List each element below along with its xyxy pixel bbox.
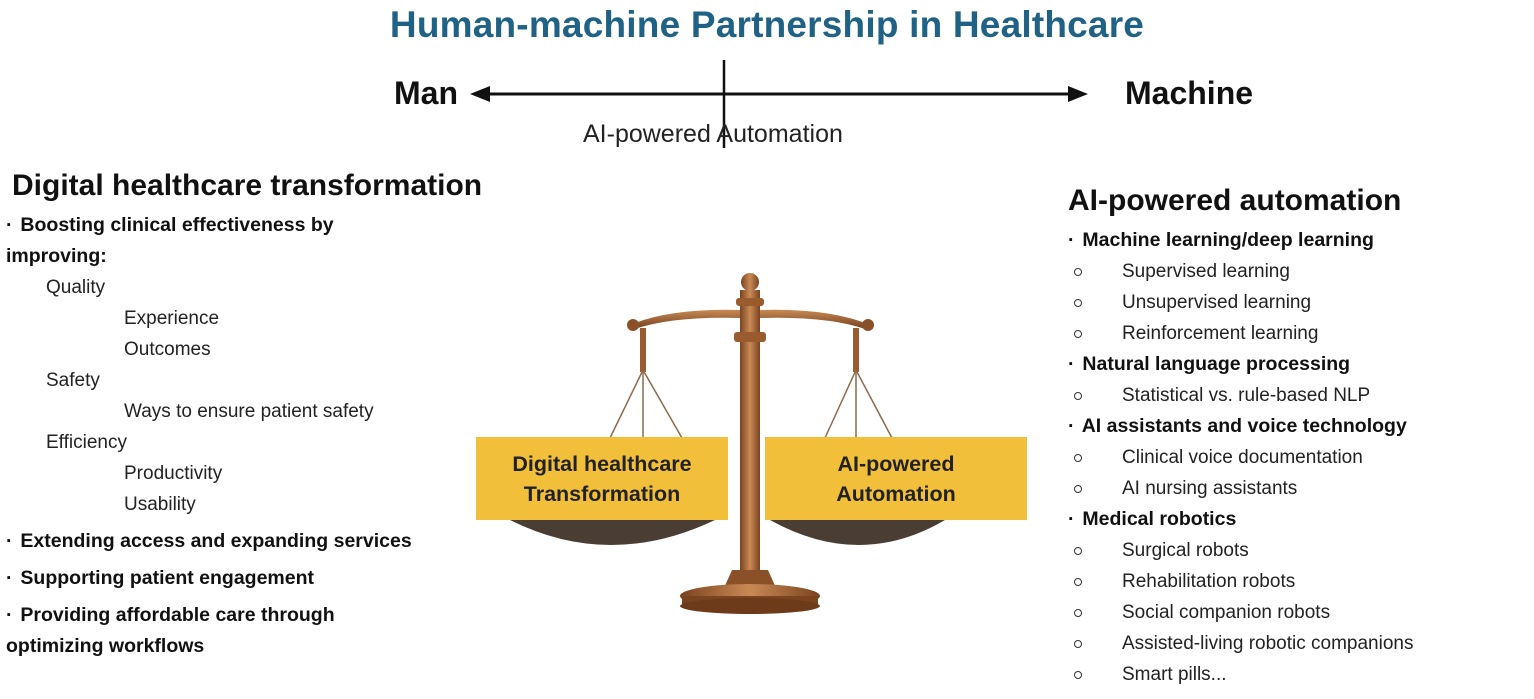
list-item: Unsupervised learning: [1068, 287, 1534, 318]
bullet-text: Providing affordable care through: [20, 604, 335, 626]
group-ml: · Machine learning/deep learning: [1068, 229, 1374, 251]
item-text: Surgical robots: [1122, 540, 1249, 561]
item-quality: Quality: [46, 277, 106, 298]
left-column-heading: Digital healthcare transformation: [12, 169, 483, 202]
group-label: Medical robotics: [1082, 508, 1237, 530]
scale-base-neck: [724, 570, 776, 588]
midpoint-label: AI-powered Automation: [583, 120, 843, 148]
item-text: Rehabilitation robots: [1122, 571, 1296, 592]
group-nlp: · Natural language processing: [1068, 353, 1351, 375]
item-usability: Usability: [124, 494, 196, 515]
circle-bullet-icon: [1074, 577, 1082, 586]
right-column: AI-powered automation · Machine learning…: [1068, 183, 1534, 690]
scale-finial: [741, 273, 759, 291]
circle-bullet-icon: [1074, 670, 1082, 679]
item-experience: Experience: [124, 308, 220, 329]
item-safety-detail: Ways to ensure patient safety: [124, 401, 374, 422]
list-item: Smart pills...: [1068, 659, 1534, 690]
item-text: Reinforcement learning: [1122, 323, 1319, 344]
item-efficiency: Efficiency: [46, 432, 127, 453]
circle-bullet-icon: [1074, 329, 1082, 338]
chain-right-c: [855, 369, 893, 439]
hanger-left: [640, 328, 646, 372]
list-item: Surgical robots: [1068, 535, 1534, 566]
list-item: Supervised learning: [1068, 256, 1534, 287]
right-pan-line2: Automation: [836, 481, 956, 506]
group-robotics: · Medical robotics: [1068, 508, 1237, 530]
right-pan-label: AI-powered Automation: [765, 437, 1027, 520]
circle-bullet-icon: [1074, 484, 1082, 493]
chain-left-a: [609, 369, 644, 439]
column-collar-top: [736, 298, 764, 306]
group-label: Machine learning/deep learning: [1082, 229, 1374, 251]
diagram-title: Human-machine Partnership in Healthcare: [389, 4, 1145, 45]
bullet-access: · Extending access and expanding service…: [6, 530, 412, 552]
bullet-text: Boosting clinical effectiveness by: [20, 214, 334, 236]
item-text: Statistical vs. rule-based NLP: [1122, 385, 1371, 406]
spectrum-right-label: Machine: [1125, 75, 1254, 111]
bullet-clinical-effectiveness: · Boosting clinical effectiveness by: [6, 214, 334, 236]
bullet-engagement: · Supporting patient engagement: [6, 567, 315, 589]
beam-end-right: [862, 319, 874, 331]
left-pan-label: Digital healthcare Transformation: [476, 437, 728, 520]
bullet-affordable-care-cont: optimizing workflows: [6, 635, 205, 657]
list-item: AI nursing assistants: [1068, 473, 1534, 504]
item-text: Social companion robots: [1122, 602, 1331, 623]
left-pan-line1: Digital healthcare: [512, 451, 692, 476]
column-collar-mid: [734, 332, 766, 342]
pan-left: [510, 520, 715, 545]
scale-column: [740, 290, 760, 580]
spectrum-axis: [470, 60, 1088, 148]
balance-scale-illustration: [510, 273, 945, 614]
circle-bullet-icon: [1074, 639, 1082, 648]
item-productivity: Productivity: [124, 463, 223, 484]
right-arrowhead: [1068, 86, 1088, 102]
scale-beam: [630, 309, 870, 330]
chain-right-a: [824, 369, 857, 439]
circle-bullet-icon: [1074, 453, 1082, 462]
right-column-heading: AI-powered automation: [1068, 184, 1402, 217]
circle-bullet-icon: [1074, 391, 1082, 400]
item-text: Unsupervised learning: [1122, 292, 1312, 313]
circle-bullet-icon: [1074, 298, 1082, 307]
list-item: Social companion robots: [1068, 597, 1534, 628]
right-pan-line1: AI-powered: [837, 451, 955, 476]
bullet-text: Supporting patient engagement: [20, 567, 315, 589]
circle-bullet-icon: [1074, 267, 1082, 276]
left-arrowhead: [470, 86, 490, 102]
bullet-affordable-care: · Providing affordable care through: [6, 604, 335, 626]
group-label: AI assistants and voice technology: [1081, 415, 1407, 437]
circle-bullet-icon: [1074, 608, 1082, 617]
list-item: Statistical vs. rule-based NLP: [1068, 380, 1534, 411]
chain-left-c: [642, 369, 683, 439]
bullet-clinical-effectiveness-cont: improving:: [6, 245, 107, 267]
list-item: Rehabilitation robots: [1068, 566, 1534, 597]
spectrum-left-label: Man: [394, 75, 458, 111]
bullet-text: Extending access and expanding services: [20, 530, 412, 552]
list-item: Clinical voice documentation: [1068, 442, 1534, 473]
group-label: Natural language processing: [1082, 353, 1351, 375]
item-text: Assisted-living robotic companions: [1122, 633, 1414, 654]
scale-base-bottom: [680, 598, 820, 614]
list-item: Assisted-living robotic companions: [1068, 628, 1534, 659]
item-outcomes: Outcomes: [124, 339, 211, 360]
item-safety: Safety: [46, 370, 100, 391]
item-text: Smart pills...: [1122, 664, 1227, 685]
left-pan-line2: Transformation: [523, 481, 681, 506]
beam-end-left: [627, 319, 639, 331]
left-column: Digital healthcare transformation · Boos…: [6, 168, 606, 662]
circle-bullet-icon: [1074, 546, 1082, 555]
item-text: Clinical voice documentation: [1122, 447, 1363, 468]
hanger-right: [853, 328, 859, 372]
item-text: Supervised learning: [1122, 261, 1290, 282]
pan-right: [770, 520, 945, 545]
list-item: Reinforcement learning: [1068, 318, 1534, 349]
group-assistants: · AI assistants and voice technology: [1068, 415, 1407, 437]
item-text: AI nursing assistants: [1122, 478, 1298, 499]
